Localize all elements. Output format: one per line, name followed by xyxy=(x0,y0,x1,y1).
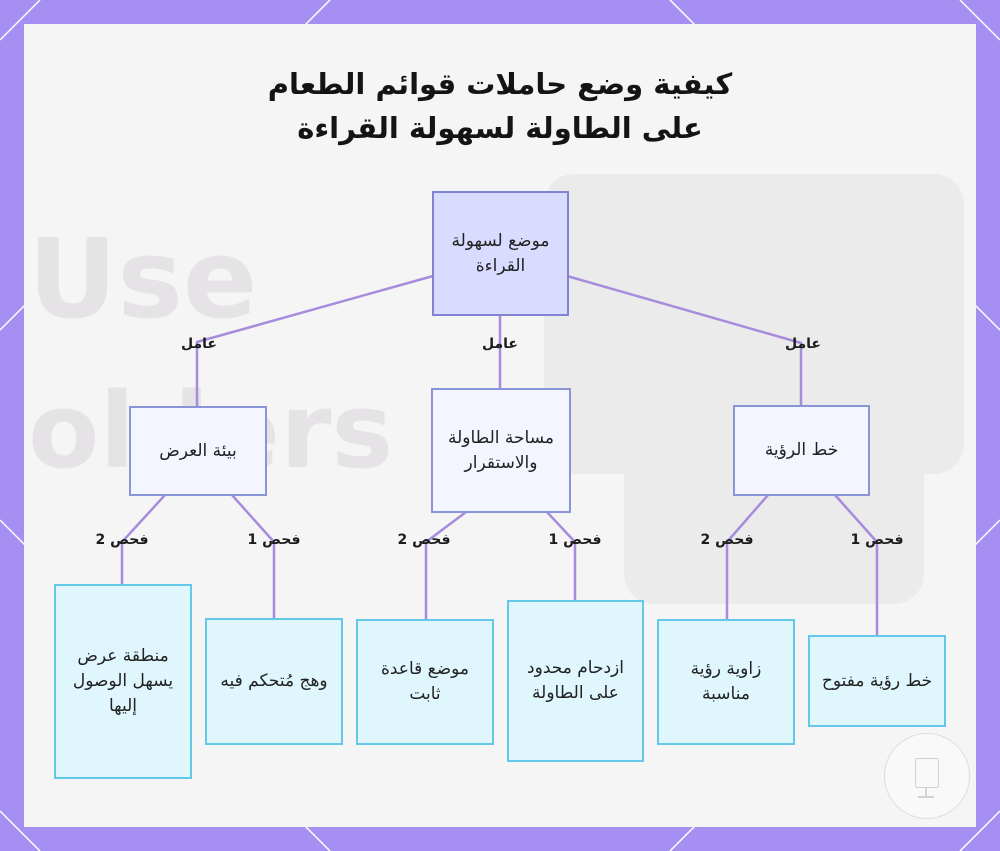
edge-display-env-glare xyxy=(231,494,276,618)
edge-table-space-base xyxy=(424,511,467,619)
node-stable-base-position: موضع قاعدة ثابت xyxy=(356,619,494,745)
edge-line-of-sight-open xyxy=(834,494,879,636)
edge-label-factor: عامل xyxy=(482,336,518,352)
node-controlled-glare: وهج مُتحكم فيه xyxy=(205,618,343,745)
edge-display-env-area xyxy=(120,494,166,585)
title-line-1: كيفية وضع حاملات قوائم الطعام xyxy=(267,67,733,101)
edge-label-check-2: فحص 2 xyxy=(397,532,451,548)
edge-root-display-env xyxy=(195,274,434,406)
edge-label-check-1: فحص 1 xyxy=(850,532,904,548)
node-suitable-viewing-angle: زاوية رؤية مناسبة xyxy=(657,619,795,745)
monitor-icon xyxy=(884,733,970,819)
title-line-2: على الطاولة لسهولة القراءة xyxy=(297,111,703,145)
edge-label-check-2: فحص 2 xyxy=(700,532,754,548)
node-open-sightline: خط رؤية مفتوح xyxy=(808,635,946,727)
node-table-space-stability: مساحة الطاولة والاستقرار xyxy=(431,388,571,513)
edge-label-check-1: فحص 1 xyxy=(247,532,301,548)
node-root: موضع لسهولة القراءة xyxy=(432,191,569,316)
diagram-title: كيفية وضع حاملات قوائم الطعام على الطاول… xyxy=(200,62,800,150)
node-line-of-sight: خط الرؤية xyxy=(733,405,870,496)
node-display-environment: بيئة العرض xyxy=(129,406,267,496)
background-watermark-text: Use xyxy=(28,215,258,343)
edge-table-space-crowding xyxy=(546,511,577,601)
edge-line-of-sight-angle xyxy=(725,494,769,619)
edge-label-factor: عامل xyxy=(785,336,821,352)
edge-label-check-1: فحص 1 xyxy=(548,532,602,548)
node-limited-table-crowding: ازدحام محدود على الطاولة xyxy=(507,600,644,762)
edge-label-factor: عامل xyxy=(181,336,217,352)
edge-label-check-2: فحص 2 xyxy=(95,532,149,548)
edge-root-line-of-sight xyxy=(566,274,803,405)
node-accessible-display-area: منطقة عرض يسهل الوصول إليها xyxy=(54,584,192,779)
